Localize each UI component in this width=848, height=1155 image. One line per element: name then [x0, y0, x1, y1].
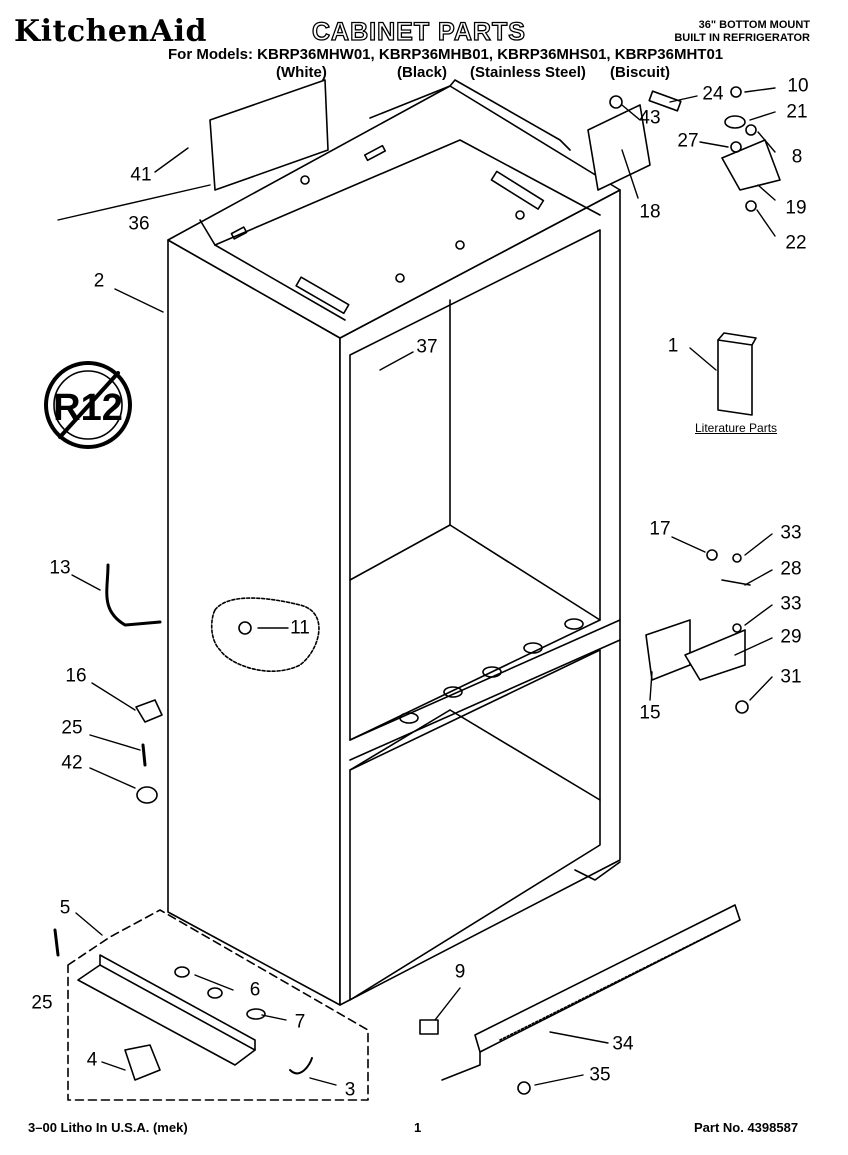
callout-1: 1 — [667, 335, 679, 357]
back-panel — [209, 79, 329, 191]
callout-6: 6 — [249, 979, 261, 1001]
finish-white: (White) — [276, 64, 327, 81]
water-tube — [105, 563, 162, 627]
callout-19: 19 — [785, 197, 807, 219]
callout-15: 15 — [639, 702, 661, 724]
callout-36: 36 — [128, 213, 150, 235]
bottom-hinge-assembly — [645, 549, 751, 714]
literature-booklet — [717, 332, 757, 416]
footer-part-number: Part No. 4398587 — [694, 1120, 799, 1135]
footer-print-info: 3–00 Litho In U.S.A. (mek) — [28, 1120, 188, 1135]
callout-37: 37 — [416, 336, 438, 358]
literature-parts-label: Literature Parts — [695, 421, 778, 435]
callout-28: 28 — [780, 558, 802, 580]
callout-11: 11 — [290, 617, 310, 639]
callout-35: 35 — [589, 1064, 611, 1086]
finish-black: (Black) — [397, 64, 448, 81]
top-hinge-assembly — [587, 86, 781, 212]
callout-42: 42 — [61, 752, 83, 774]
callout-4: 4 — [86, 1049, 98, 1071]
leader-lines — [57, 87, 776, 1086]
toe-grille — [441, 904, 741, 1081]
callout-25: 25 — [61, 717, 83, 739]
leveling-kit — [53, 909, 369, 1101]
callout-43: 43 — [639, 107, 661, 129]
callout-3: 3 — [344, 1079, 356, 1101]
r12-badge-text: R12 — [53, 387, 123, 429]
callout-31: 31 — [780, 666, 802, 688]
callout-33: 33 — [780, 593, 802, 615]
callout-7: 7 — [294, 1011, 306, 1033]
brand-logo: KitchenAid — [14, 14, 207, 49]
callout-18: 18 — [639, 201, 661, 223]
callout-5: 5 — [59, 897, 71, 919]
callout-17: 17 — [649, 518, 671, 540]
subtitle-line-1: 36" BOTTOM MOUNT — [698, 19, 810, 31]
cabinet-body — [167, 79, 621, 1006]
callout-16: 16 — [65, 665, 87, 687]
left-small-parts — [135, 621, 252, 804]
callout-8: 8 — [791, 146, 803, 168]
callout-13: 13 — [49, 557, 71, 579]
leveler-block — [419, 1019, 439, 1035]
finish-biscuit: (Biscuit) — [610, 64, 670, 81]
callout-34: 34 — [612, 1033, 634, 1055]
callout-25: 25 — [31, 992, 53, 1014]
finish-stainless: (Stainless Steel) — [470, 64, 586, 81]
callout-10: 10 — [787, 75, 809, 97]
callout-41: 41 — [130, 164, 152, 186]
footer-page-number: 1 — [414, 1120, 422, 1135]
callout-2: 2 — [93, 270, 105, 292]
no-r12-symbol — [44, 361, 132, 449]
callout-33: 33 — [780, 522, 802, 544]
callout-24: 24 — [702, 83, 724, 105]
callout-9: 9 — [454, 961, 466, 983]
grille-screw — [517, 1081, 531, 1095]
subtitle-line-2: BUILT IN REFRIGERATOR — [674, 32, 810, 44]
callout-27: 27 — [677, 130, 699, 152]
page-title: CABINET PARTS — [311, 17, 526, 46]
callout-29: 29 — [780, 626, 802, 648]
model-list: For Models: KBRP36MHW01, KBRP36MHB01, KB… — [168, 46, 724, 63]
callout-22: 22 — [785, 232, 807, 254]
foam-cutaway — [210, 597, 320, 673]
callout-21: 21 — [786, 101, 808, 123]
